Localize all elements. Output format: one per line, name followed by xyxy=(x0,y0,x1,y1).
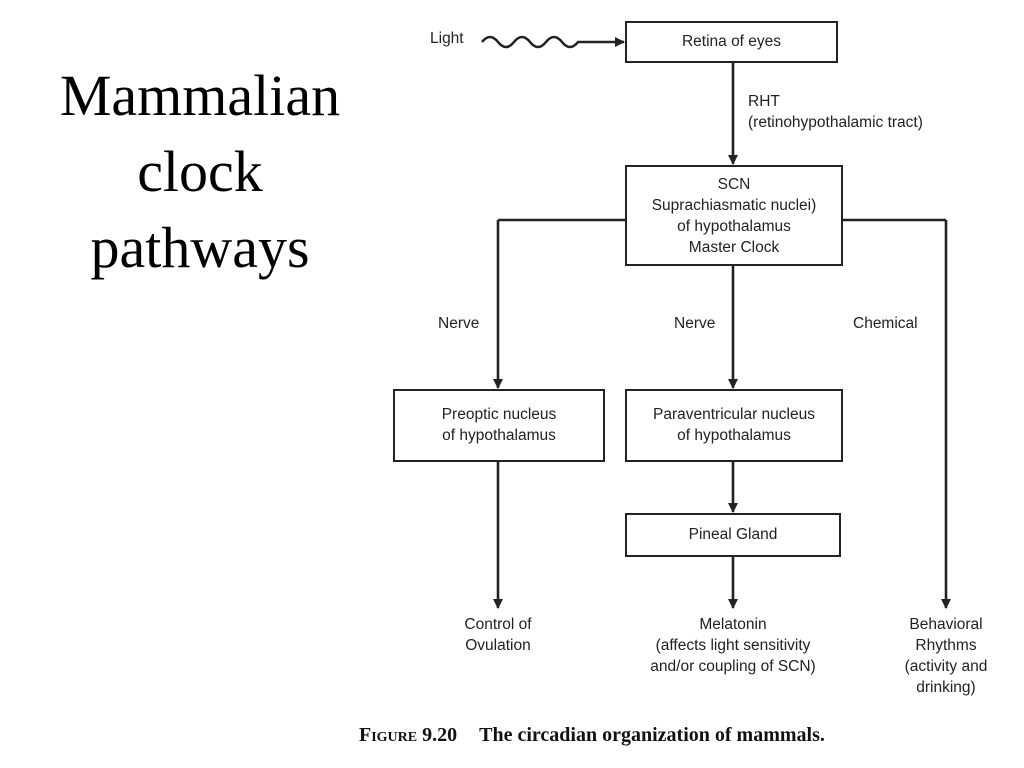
rht-label: RHT (retinohypothalamic tract) xyxy=(748,91,923,133)
behavioral-output-line: Behavioral xyxy=(909,616,983,633)
nerve-left-label-text: Nerve xyxy=(438,315,480,332)
melatonin-output-line: Melatonin xyxy=(699,616,767,633)
light-label: Light xyxy=(430,28,464,49)
scn-label-line: Master Clock xyxy=(688,239,780,256)
title-line: clock xyxy=(137,139,263,204)
figure-caption: Figure 9.20 The circadian organization of… xyxy=(359,724,825,747)
figure-label: Figure 9.20 xyxy=(359,724,458,746)
slide-title: Mammalian clock pathways xyxy=(20,58,380,286)
ovulation-output-line: Ovulation xyxy=(465,637,531,654)
figure-caption-text: The circadian organization of mammals. xyxy=(479,724,825,746)
preoptic-label-line: of hypothalamus xyxy=(442,427,556,444)
ovulation-output: Control of Ovulation xyxy=(428,614,568,656)
light-label-text: Light xyxy=(430,30,464,47)
preoptic-label-line: Preoptic nucleus xyxy=(441,406,557,423)
preoptic-label: Preoptic nucleus of hypothalamus xyxy=(394,404,604,446)
melatonin-output: Melatonin (affects light sensitivity and… xyxy=(633,614,833,677)
retina-label: Retina of eyes xyxy=(626,31,837,52)
pineal-label-line: Pineal Gland xyxy=(688,526,778,543)
nerve-center-label: Nerve xyxy=(674,313,715,334)
scn-label-line: SCN xyxy=(717,176,751,193)
chemical-label-text: Chemical xyxy=(853,315,918,332)
paraventricular-label: Paraventricular nucleus of hypothalamus xyxy=(626,404,842,446)
retina-box xyxy=(625,21,838,63)
scn-label-line: of hypothalamus xyxy=(677,218,791,235)
retina-label-line: Retina of eyes xyxy=(681,33,782,50)
ovulation-output-line: Control of xyxy=(464,616,532,633)
nerve-left-label: Nerve xyxy=(438,313,479,334)
melatonin-output-line: (affects light sensitivity xyxy=(655,637,811,654)
paraventricular-label-line: of hypothalamus xyxy=(677,427,791,444)
scn-label: SCN Suprachiasmatic nuclei) of hypothala… xyxy=(626,174,842,258)
title-line: pathways xyxy=(90,215,310,280)
rht-label-line: (retinohypothalamic tract) xyxy=(748,114,923,131)
rht-label-line: RHT xyxy=(748,93,780,110)
chemical-label: Chemical xyxy=(853,313,918,334)
behavioral-output-line: (activity and xyxy=(904,658,988,675)
behavioral-output: Behavioral Rhythms (activity and drinkin… xyxy=(886,614,1006,698)
light-wave xyxy=(480,35,625,49)
scn-label-line: Suprachiasmatic nuclei) xyxy=(651,197,817,214)
behavioral-output-line: Rhythms xyxy=(915,637,977,654)
title-line: Mammalian xyxy=(59,63,341,128)
nerve-center-label-text: Nerve xyxy=(674,315,716,332)
paraventricular-label-line: Paraventricular nucleus xyxy=(653,406,815,423)
pineal-label: Pineal Gland xyxy=(626,524,840,545)
melatonin-output-line: and/or coupling of SCN) xyxy=(650,658,816,675)
behavioral-output-line: drinking) xyxy=(916,679,976,696)
